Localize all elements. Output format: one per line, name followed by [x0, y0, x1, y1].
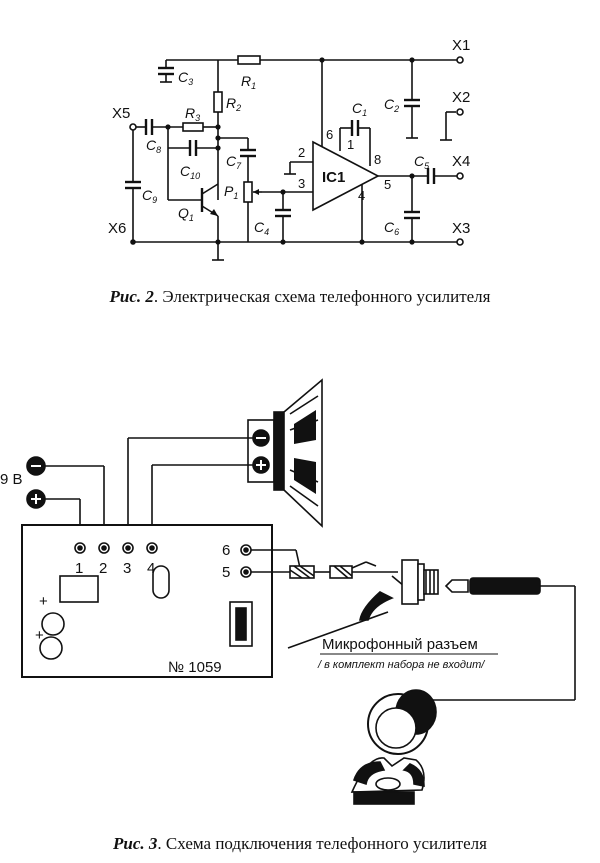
svg-text:X2: X2 [452, 89, 470, 106]
microphone-capsule [367, 689, 437, 755]
svg-text:X5: X5 [112, 105, 130, 122]
svg-text:3: 3 [123, 560, 131, 577]
svg-text:2: 2 [298, 145, 305, 160]
svg-text:1: 1 [75, 560, 83, 577]
svg-text:X3: X3 [452, 220, 470, 237]
svg-text:C9: C9 [142, 187, 157, 205]
svg-text:C8: C8 [146, 137, 161, 155]
microphone-jack [359, 559, 575, 621]
figure-3-caption: Рис. 3. Схема подключения телефонного ус… [113, 834, 487, 853]
figure-3-wiring: 9 В [0, 378, 576, 805]
svg-text:X1: X1 [452, 37, 470, 54]
board-terminals-top [74, 542, 158, 554]
svg-text:X6: X6 [108, 220, 126, 237]
battery-label: 9 В [0, 471, 23, 488]
svg-text:1: 1 [347, 137, 354, 152]
svg-text:6: 6 [222, 542, 230, 559]
figure-2-schematic: C3 R1 R2 X5 C8 R3 C9 X6 [108, 37, 470, 261]
svg-text:3: 3 [298, 176, 305, 191]
svg-text:C1: C1 [352, 100, 367, 118]
svg-text:R3: R3 [185, 105, 200, 123]
svg-text:5: 5 [384, 177, 391, 192]
svg-text:5: 5 [222, 564, 230, 581]
speaker [247, 378, 323, 528]
svg-text:C4: C4 [254, 219, 269, 237]
svg-text:C6: C6 [384, 219, 399, 237]
figure-2-caption: Рис. 2. Электрическая схема телефонного … [109, 287, 491, 306]
svg-text:2: 2 [99, 560, 107, 577]
svg-text:6: 6 [326, 127, 333, 142]
svg-text:+: + [35, 627, 44, 644]
svg-text:Q1: Q1 [178, 205, 194, 223]
svg-text:P1: P1 [224, 183, 238, 201]
svg-text:C2: C2 [384, 96, 399, 114]
svg-text:C5: C5 [414, 153, 430, 171]
svg-text:X4: X4 [452, 153, 470, 170]
svg-text:8: 8 [374, 152, 381, 167]
svg-text:C3: C3 [178, 69, 193, 87]
mic-jack-label: Микрофонный разъем [322, 636, 478, 653]
svg-text:R2: R2 [226, 95, 241, 113]
svg-text:+: + [39, 593, 48, 610]
svg-text:C7: C7 [226, 153, 242, 171]
svg-text:R1: R1 [241, 73, 256, 91]
board-number: № 1059 [168, 659, 222, 676]
svg-text:C10: C10 [180, 163, 200, 181]
telephone-icon [350, 757, 425, 805]
svg-text:IC1: IC1 [322, 169, 345, 186]
mic-jack-note: / в комплект набора не входит/ [317, 659, 485, 671]
svg-text:4: 4 [147, 560, 155, 577]
